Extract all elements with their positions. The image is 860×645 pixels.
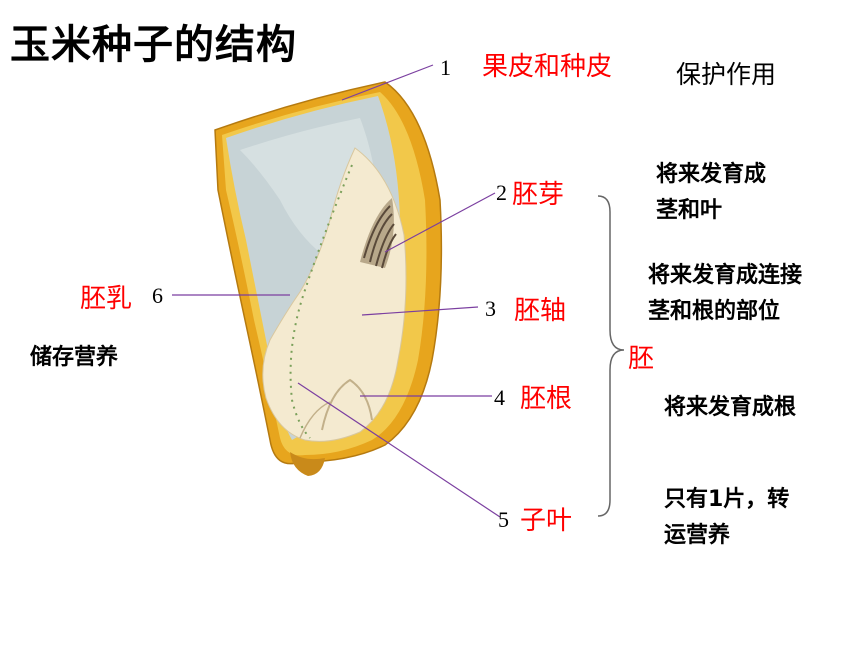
label-5-desc-line2: 运营养 xyxy=(664,523,731,548)
label-4-number: 4 xyxy=(494,385,505,410)
leader-1 xyxy=(341,64,434,101)
leader-lines xyxy=(172,64,501,518)
label-2-desc-line2: 茎和叶 xyxy=(656,198,723,223)
label-4-desc: 将来发育成根 xyxy=(664,395,797,420)
label-5-name: 子叶 xyxy=(520,506,573,536)
label-1-number: 1 xyxy=(440,55,451,80)
label-3-desc-line2: 茎和根的部位 xyxy=(648,299,781,324)
label-2-name: 胚芽 xyxy=(512,180,565,210)
label-6-number: 6 xyxy=(152,283,163,308)
label-1-name: 果皮和种皮 xyxy=(482,52,613,82)
label-3-name: 胚轴 xyxy=(514,296,567,326)
label-4-name: 胚根 xyxy=(520,384,573,414)
label-5-number: 5 xyxy=(498,507,509,532)
label-1-desc: 保护作用 xyxy=(676,60,777,89)
page-title: 玉米种子的结构 xyxy=(10,22,297,68)
label-6-name: 胚乳 xyxy=(80,284,133,314)
label-3-desc-line1: 将来发育成连接 xyxy=(648,263,803,288)
label-2-desc-line1: 将来发育成 xyxy=(656,162,767,187)
embryo-group-label: 胚 xyxy=(628,344,655,374)
label-5-desc-line1: 只有1片，转 xyxy=(664,487,790,512)
plumule xyxy=(360,198,397,269)
label-2-number: 2 xyxy=(496,180,507,205)
label-6-desc: 储存营养 xyxy=(30,345,119,370)
label-3-number: 3 xyxy=(485,296,496,321)
embryo xyxy=(262,147,407,442)
embryo-brace xyxy=(597,195,625,517)
leader-5 xyxy=(297,382,501,518)
leader-3 xyxy=(361,306,479,316)
leader-2 xyxy=(384,192,496,253)
